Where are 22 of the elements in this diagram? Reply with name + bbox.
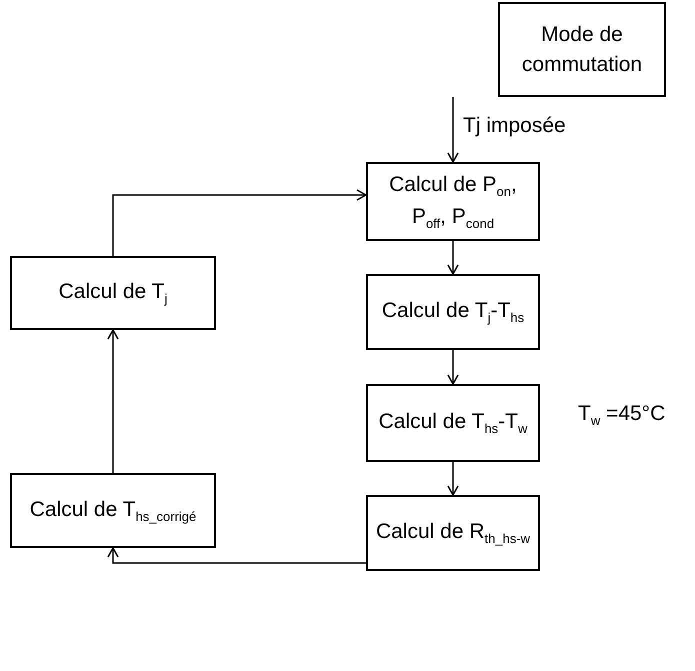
box-text: Calcul de P$_{on}$, P$_{off}$, P$_{cond}$	[388, 172, 518, 233]
box-text: Mode de commutation	[520, 22, 644, 78]
process-box	[498, 2, 666, 97]
arrow	[447, 462, 459, 496]
arrow	[447, 97, 459, 163]
process-box	[366, 274, 540, 350]
edge-label: Tj imposée	[463, 114, 566, 138]
box-text: Calcul de T$_{hs_corrigé}$	[28, 496, 198, 526]
box-text: Calcul de T$_{j}$	[58, 279, 168, 308]
arrow	[107, 547, 366, 564]
arrow	[112, 189, 367, 256]
process-box	[366, 495, 540, 571]
process-box	[366, 384, 540, 462]
box-text: Calcul de T$_{hs}$-T$_{w}$	[378, 409, 528, 438]
box-text: Calcul de R$_{th_hs-w}$	[374, 519, 532, 548]
process-box	[10, 256, 216, 330]
process-box	[366, 162, 540, 241]
arrow	[447, 241, 459, 275]
box-text: Calcul de T$_{j}$-T$_{hs}$	[380, 298, 526, 328]
arrow	[447, 350, 459, 385]
process-box	[10, 473, 216, 548]
arrow	[107, 329, 119, 473]
